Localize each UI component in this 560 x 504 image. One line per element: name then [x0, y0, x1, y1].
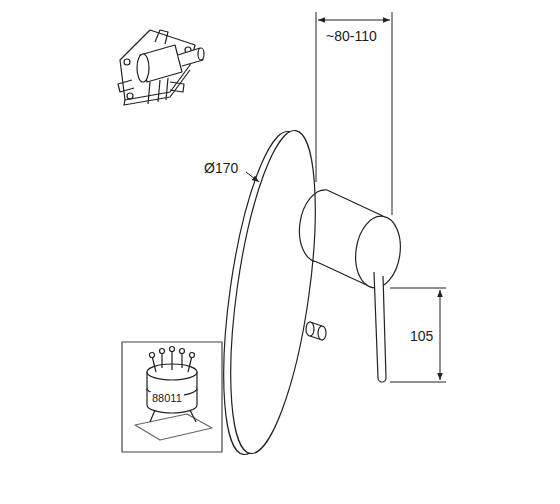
- diameter-dimension: Ø170: [202, 160, 240, 176]
- dimension-height: [390, 288, 446, 382]
- lever: [374, 272, 386, 382]
- dimension-depth: [316, 12, 392, 215]
- valve-body: [118, 30, 204, 105]
- part-number: 88011: [150, 392, 184, 405]
- depth-dimension: ~80-110: [324, 28, 379, 44]
- diverter-button: [306, 322, 326, 340]
- leader-line: [246, 172, 259, 182]
- handle-body: [299, 190, 404, 291]
- height-dimension: 105: [408, 328, 435, 344]
- cartridge-inset: [122, 342, 222, 452]
